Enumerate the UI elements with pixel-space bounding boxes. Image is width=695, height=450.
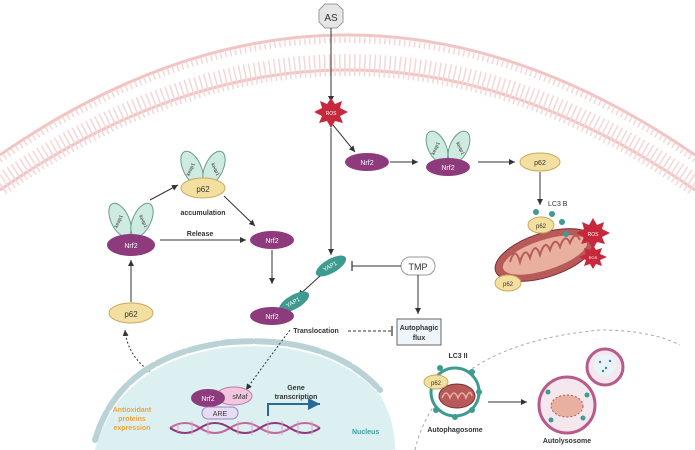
- keap1-nrf2-complex-left: keap1 keap1 Nrf2: [107, 202, 155, 256]
- svg-text:flux: flux: [413, 335, 426, 342]
- mitochondria-right: p62 p62 LC3 B: [494, 201, 596, 292]
- nrf2-middle: Nrf2: [250, 231, 294, 249]
- svg-text:keap1: keap1: [113, 214, 124, 229]
- svg-text:p62: p62: [536, 224, 547, 230]
- p62-right: p62: [519, 152, 561, 172]
- ros-burst-right-2: ROS: [579, 245, 607, 269]
- svg-text:keap1: keap1: [454, 141, 465, 156]
- autophagosome-label: Autophagosome: [427, 427, 482, 434]
- ros-burst-top: ROS: [314, 98, 348, 128]
- keap1-p62-complex: keap1 keap1 p62: [180, 150, 226, 199]
- yap1-free: YAP1: [315, 255, 347, 277]
- svg-text:Antioxidant: Antioxidant: [113, 407, 152, 414]
- svg-text:p62: p62: [124, 310, 138, 319]
- autolysosome-label: Autolysosome: [543, 438, 591, 445]
- svg-text:Gene: Gene: [287, 385, 305, 392]
- keap1-complex-right: keap1 keap1 Nrf2: [425, 130, 471, 176]
- nrf2-smaf-are: sMaf Nrf2 ARE: [191, 386, 253, 420]
- lc3b-label: LC3 B: [548, 201, 568, 208]
- svg-text:p62: p62: [534, 160, 546, 167]
- as-label: AS: [324, 13, 338, 24]
- release-label: Release: [187, 231, 214, 238]
- svg-text:expression: expression: [114, 425, 151, 432]
- svg-text:TMP: TMP: [409, 262, 428, 272]
- svg-text:Nrf2: Nrf2: [441, 165, 454, 172]
- svg-text:p62: p62: [196, 185, 210, 194]
- nrf2-top: Nrf2: [345, 153, 389, 171]
- svg-text:ARE: ARE: [213, 411, 228, 418]
- svg-text:sMaf: sMaf: [232, 394, 247, 401]
- antioxidant-text: Antioxidant proteins expression: [113, 407, 152, 432]
- svg-text:Nrf2: Nrf2: [124, 243, 137, 250]
- svg-text:p62: p62: [503, 282, 514, 288]
- svg-text:Nrf2: Nrf2: [201, 396, 214, 403]
- svg-text:p62: p62: [431, 381, 442, 387]
- autophagic-flux-box: Autophagic flux: [396, 318, 442, 346]
- autophagosome: p62 LC3 II Autophagosome: [423, 353, 483, 434]
- svg-text:Nrf2: Nrf2: [265, 314, 278, 321]
- svg-text:transcription: transcription: [275, 394, 318, 401]
- gene-transcription: Gene transcription: [267, 385, 320, 416]
- accumulation-label: accumulation: [180, 210, 225, 217]
- svg-text:keap1: keap1: [430, 141, 441, 156]
- ros-burst-right-1: ROS: [576, 218, 610, 249]
- svg-text:ROS: ROS: [326, 111, 338, 117]
- translocation-label: Translocation: [293, 328, 339, 335]
- lc3ii-label: LC3 II: [448, 353, 467, 360]
- svg-text:Nrf2: Nrf2: [360, 160, 373, 167]
- svg-text:proteins: proteins: [118, 416, 146, 423]
- svg-text:keap1: keap1: [185, 162, 196, 177]
- dna-helix: [169, 421, 321, 435]
- svg-text:ROS: ROS: [589, 255, 598, 260]
- svg-text:keap1: keap1: [209, 162, 220, 177]
- autolysosome: Autolysosome: [537, 347, 625, 445]
- tmp-node: TMP: [400, 256, 436, 276]
- cell-membrane: [0, 33, 695, 195]
- as-node: AS: [318, 3, 344, 29]
- yap1-nrf2-complex: YAP1 Nrf2: [250, 291, 310, 325]
- svg-text:ROS: ROS: [588, 232, 600, 238]
- nucleus-label: Nucleus: [352, 429, 379, 436]
- svg-text:keap1: keap1: [137, 214, 148, 229]
- p62-left: p62: [108, 302, 154, 324]
- svg-text:Nrf2: Nrf2: [265, 238, 278, 245]
- svg-text:Autophagic: Autophagic: [400, 325, 439, 332]
